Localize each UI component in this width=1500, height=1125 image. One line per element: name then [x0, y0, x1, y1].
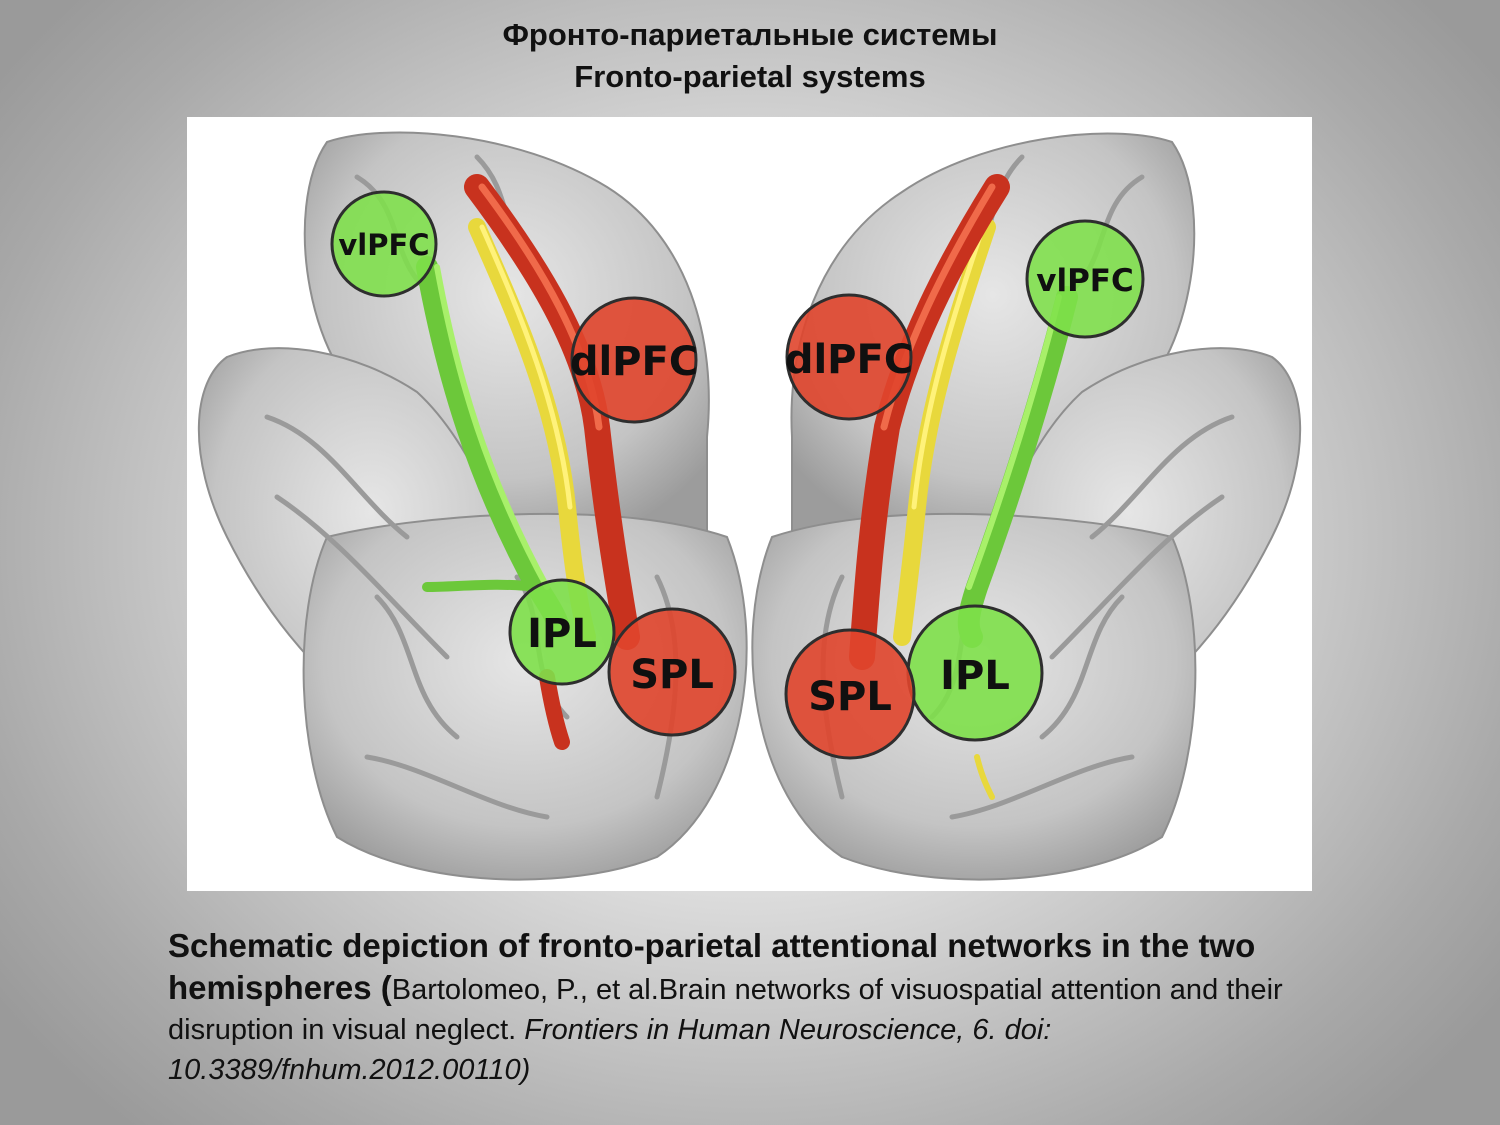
right-hemisphere: vlPFC dlPFC IPL SPL [751, 132, 1302, 881]
caption-citation: Bartolomeo, P., et al.Brain networks of … [168, 974, 1283, 1046]
slide-title-russian: Фронто-париетальные системы [502, 17, 998, 52]
right-middle-tract [893, 218, 996, 800]
slide-title-english: Fronto-parietal systems [574, 59, 926, 94]
left-dlpfc-label: dlPFC [570, 339, 698, 385]
right-ipl-node: IPL [906, 604, 1044, 742]
left-ipl-node: IPL [508, 578, 616, 686]
right-vlpfc-node: vlPFC [1025, 219, 1145, 339]
caption-bold: Schematic depiction of fronto-parietal a… [168, 927, 1256, 1006]
right-spl-label: SPL [808, 674, 892, 720]
caption-journal: Frontiers in Human Neuroscience, 6. doi:… [168, 1014, 1052, 1086]
left-hemisphere: vlPFC dlPFC IPL SPL [197, 131, 748, 881]
brain-illustration: vlPFC dlPFC IPL SPL [197, 131, 1302, 881]
left-spl-node: SPL [607, 607, 737, 737]
left-spl-label: SPL [630, 652, 714, 698]
right-vlpfc-label: vlPFC [1036, 263, 1133, 299]
right-ipl-label: IPL [940, 653, 1010, 699]
left-gyri [264, 154, 679, 820]
right-dlpfc-node: dlPFC [785, 293, 913, 421]
left-vlpfc-label: vlPFC [338, 228, 429, 262]
brain-networks-figure: vlPFC dlPFC IPL SPL [187, 117, 1312, 891]
right-spl-node: SPL [784, 628, 916, 760]
left-dlpfc-node: dlPFC [570, 296, 698, 424]
left-ipl-label: IPL [527, 611, 597, 657]
right-dlpfc-label: dlPFC [785, 337, 913, 383]
left-vlpfc-node: vlPFC [330, 190, 438, 298]
figure-caption: Schematic depiction of fronto-parietal a… [168, 926, 1368, 1090]
